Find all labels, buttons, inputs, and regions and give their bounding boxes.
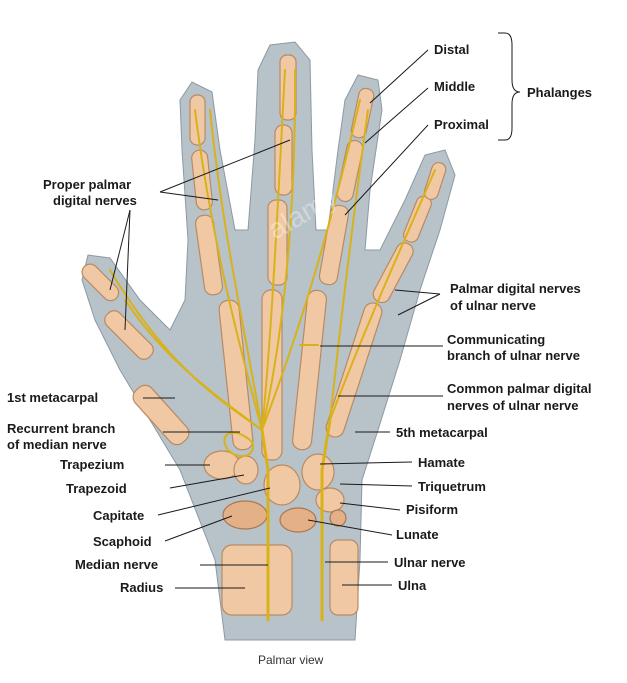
label-fifth-metacarpal: 5th metacarpal xyxy=(396,425,488,440)
pisiform-bone xyxy=(330,510,346,526)
index-distal-phalanx xyxy=(190,95,205,145)
label-palmar-digital-ulnar-2: of ulnar nerve xyxy=(450,298,536,313)
label-scaphoid: Scaphoid xyxy=(93,534,152,549)
label-palmar-digital-ulnar-1: Palmar digital nerves xyxy=(450,281,581,296)
label-trapezoid: Trapezoid xyxy=(66,481,127,496)
label-common-palmar-2: nerves of ulnar nerve xyxy=(447,398,579,413)
label-proper-palmar-1: Proper palmar xyxy=(43,177,131,192)
label-proper-palmar-2: digital nerves xyxy=(53,193,137,208)
diagram-caption: Palmar view xyxy=(258,653,324,667)
label-lunate: Lunate xyxy=(396,527,439,542)
label-pisiform: Pisiform xyxy=(406,502,458,517)
label-ulna: Ulna xyxy=(398,578,427,593)
label-proximal: Proximal xyxy=(434,117,489,132)
label-triquetrum: Triquetrum xyxy=(418,479,486,494)
middle-middle-phalanx xyxy=(275,125,292,195)
label-middle: Middle xyxy=(434,79,475,94)
trapezoid-bone xyxy=(234,456,258,484)
label-first-metacarpal: 1st metacarpal xyxy=(7,390,98,405)
label-recurrent-branch-1: Recurrent branch xyxy=(7,421,115,436)
radius-bone xyxy=(222,545,292,615)
hamate-bone xyxy=(302,454,334,490)
label-trapezium: Trapezium xyxy=(60,457,124,472)
scaphoid-bone xyxy=(223,501,267,529)
label-median-nerve: Median nerve xyxy=(75,557,158,572)
label-radius: Radius xyxy=(120,580,163,595)
label-recurrent-branch-2: of median nerve xyxy=(7,437,107,452)
label-common-palmar-1: Common palmar digital xyxy=(447,381,591,396)
ulna-bone xyxy=(330,540,358,615)
label-hamate: Hamate xyxy=(418,455,465,470)
label-ulnar-nerve: Ulnar nerve xyxy=(394,555,466,570)
label-communicating-1: Communicating xyxy=(447,332,545,347)
label-capitate: Capitate xyxy=(93,508,144,523)
label-communicating-2: branch of ulnar nerve xyxy=(447,348,580,363)
labels-right: Distal Middle Proximal Phalanges Palmar … xyxy=(394,42,592,593)
label-distal: Distal xyxy=(434,42,469,57)
label-phalanges: Phalanges xyxy=(527,85,592,100)
triquetrum-bone xyxy=(316,488,344,512)
